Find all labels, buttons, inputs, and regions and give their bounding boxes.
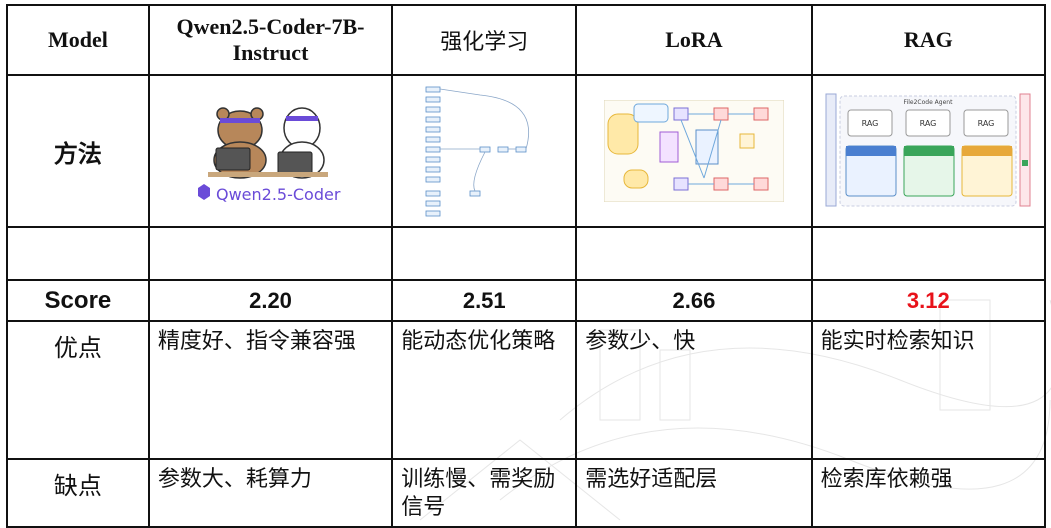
score-label: Score [6, 279, 150, 322]
cons-rag: 检索库依赖强 [810, 458, 1047, 528]
lora-diagram-image [603, 100, 784, 202]
qwen-image-cell: Qwen2.5-Coder [147, 74, 394, 228]
method-row: 方法 Qwen2.5-Coder [6, 74, 1047, 228]
rag-box-3-label: RAG [978, 119, 995, 128]
lora-image-cell [575, 74, 813, 228]
score-lora: 2.66 [575, 279, 813, 322]
pros-rl: 能动态优化策略 [391, 320, 578, 460]
empty-cell-3 [575, 226, 813, 281]
empty-cell-1 [147, 226, 394, 281]
empty-cell-4 [810, 226, 1047, 281]
header-row: Model Qwen2.5-Coder-7B-Instruct 强化学习 LoR… [6, 4, 1047, 76]
cons-label: 缺点 [6, 458, 150, 528]
empty-cell-0 [6, 226, 150, 281]
score-row: Score 2.20 2.51 2.66 3.12 [6, 279, 1047, 322]
comparison-table: Model Qwen2.5-Coder-7B-Instruct 强化学习 LoR… [6, 4, 1047, 528]
pros-row: 优点 精度好、指令兼容强 能动态优化策略 参数少、快 能实时检索知识 [6, 320, 1047, 460]
rag-box-1-label: RAG [862, 119, 879, 128]
pros-rag: 能实时检索知识 [810, 320, 1047, 460]
score-rag: 3.12 [810, 279, 1047, 322]
rl-image-cell [391, 74, 578, 228]
rag-diagram-image: File2Code Agent RAG RAG RAG [824, 90, 1033, 212]
qwen-logo-text: Qwen2.5-Coder [216, 185, 341, 204]
pros-lora: 参数少、快 [575, 320, 813, 460]
cons-qwen: 参数大、耗算力 [147, 458, 394, 528]
rag-box-2-label: RAG [920, 119, 937, 128]
cons-rl: 训练慢、需奖励信号 [391, 458, 578, 528]
cons-row: 缺点 参数大、耗算力 训练慢、需奖励信号 需选好适配层 检索库依赖强 [6, 458, 1047, 528]
header-rl: 强化学习 [391, 4, 578, 76]
header-qwen: Qwen2.5-Coder-7B-Instruct [147, 4, 394, 76]
header-rag: RAG [810, 4, 1047, 76]
method-label: 方法 [6, 74, 150, 228]
score-qwen: 2.20 [147, 279, 394, 322]
header-lora: LoRA [575, 4, 813, 76]
empty-row [6, 226, 1047, 281]
rag-image-cell: File2Code Agent RAG RAG RAG [810, 74, 1047, 228]
qwen-mascot-image: Qwen2.5-Coder [189, 88, 352, 214]
header-model: Model [6, 4, 150, 76]
score-rl: 2.51 [391, 279, 578, 322]
cons-lora: 需选好适配层 [575, 458, 813, 528]
pros-label: 优点 [6, 320, 150, 460]
empty-cell-2 [391, 226, 578, 281]
rl-diagram-image [420, 81, 549, 221]
rag-title: File2Code Agent [904, 99, 954, 106]
pros-qwen: 精度好、指令兼容强 [147, 320, 394, 460]
